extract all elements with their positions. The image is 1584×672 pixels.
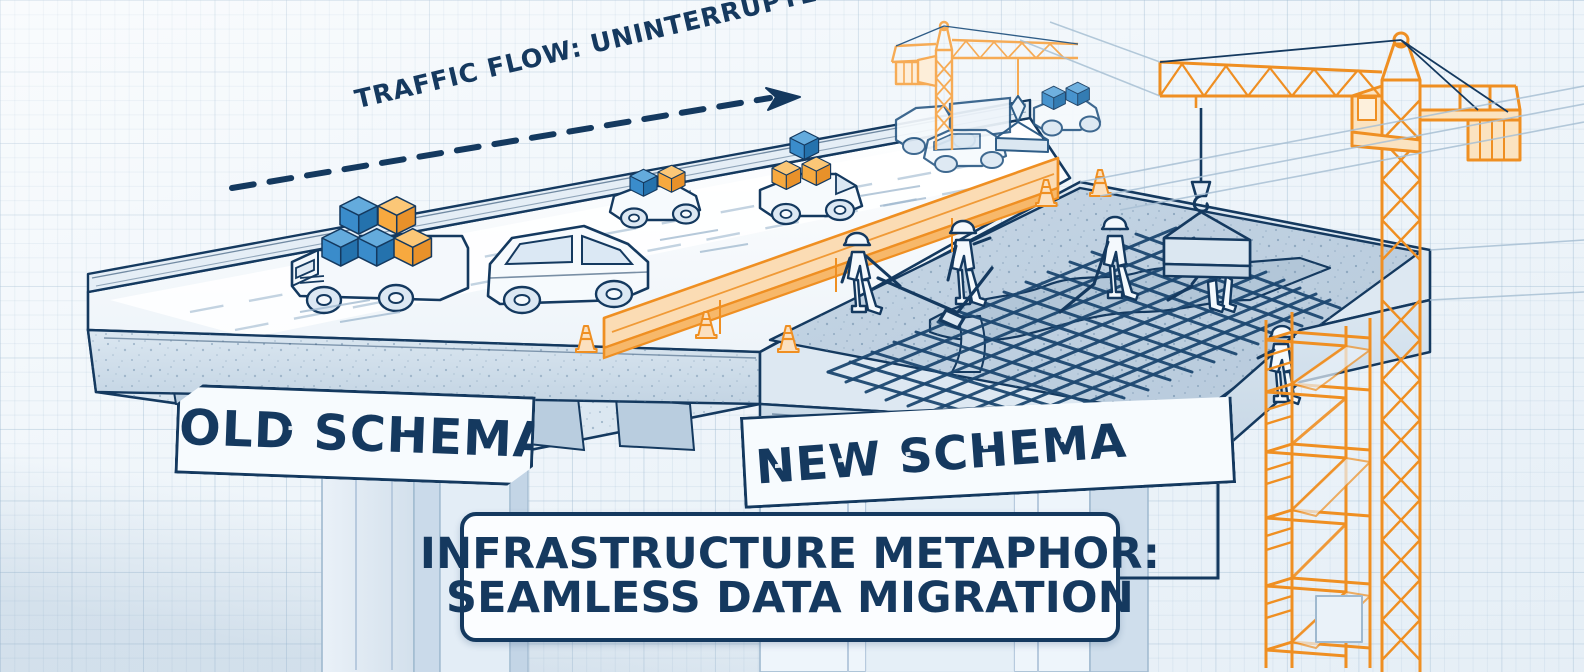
scaffold-tower (1264, 312, 1372, 668)
crane-cables (1159, 39, 1509, 113)
crane-cables-background (895, 25, 1079, 47)
traffic-flow-arrow (229, 87, 801, 191)
jersey-barrier (602, 156, 1060, 360)
tower-crane-background (890, 20, 1079, 150)
old-schema-panel: OLD SCHEMA (174, 383, 535, 486)
crane-hook-load (1162, 108, 1252, 280)
caption-line-1: INFRASTRUCTURE METAPHOR: (419, 529, 1161, 580)
old-schema-label: OLD SCHEMA (178, 398, 553, 470)
motion-lines (299, 185, 927, 323)
background-crane-load (995, 95, 1049, 153)
worker-tools (876, 266, 1194, 331)
vehicle-pickup-truck (758, 130, 864, 226)
caption-line-2: SEAMLESS DATA MIGRATION (446, 573, 1134, 623)
new-schema-label: NEW SCHEMA (753, 405, 1242, 495)
vehicle-car-mid (608, 164, 702, 229)
caption-box: INFRASTRUCTURE METAPHOR: SEAMLESS DATA M… (420, 512, 1160, 642)
vehicle-suv-far (922, 128, 1008, 173)
tower-crane-main (1158, 31, 1522, 672)
vehicle-suv-left (486, 224, 650, 315)
vehicle-pickup-far (1032, 81, 1102, 137)
blueprint-guide-lines (1019, 21, 1584, 301)
